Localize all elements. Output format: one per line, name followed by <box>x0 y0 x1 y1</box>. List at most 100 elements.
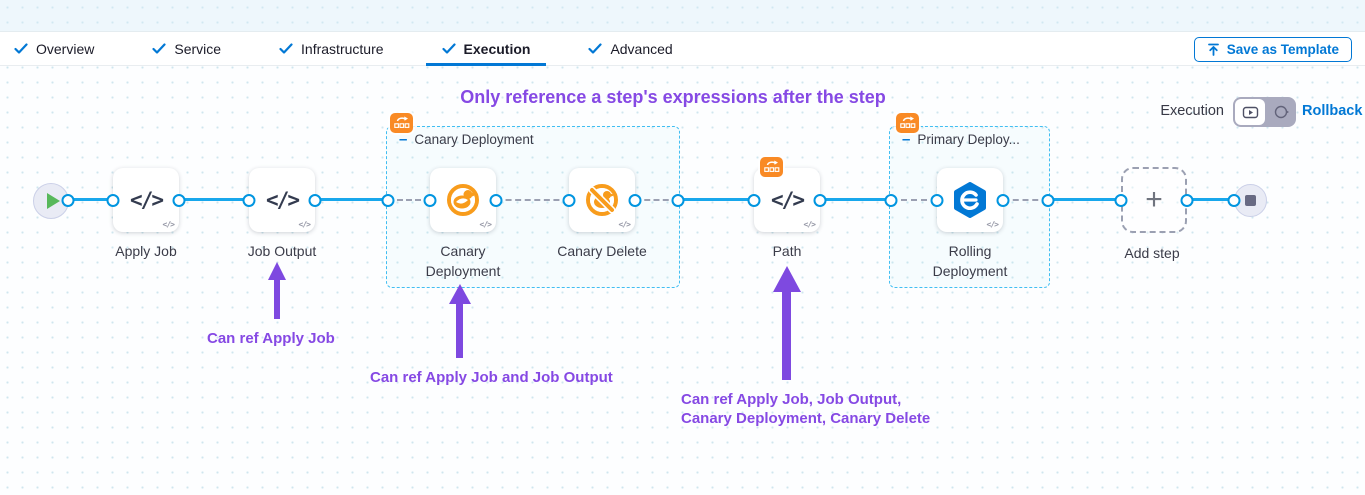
tab-label: Overview <box>36 40 95 57</box>
check-icon <box>14 43 28 54</box>
step-card-canary-delete[interactable]: </> <box>569 168 635 232</box>
tab-label: Infrastructure <box>301 40 384 57</box>
annotation-ref-apply-job: Can ref Apply Job <box>207 330 335 347</box>
script-corner-icon: </> <box>986 220 999 229</box>
execution-toggle-button[interactable] <box>1235 99 1265 125</box>
arrow-up-icon <box>449 284 471 304</box>
plus-icon: + <box>1145 183 1163 216</box>
arrow-shaft <box>274 279 280 319</box>
group-label: Primary Deploy... <box>917 132 1020 147</box>
check-icon <box>279 43 293 54</box>
group-header-canary: – Canary Deployment <box>399 132 534 147</box>
flow-line <box>1048 198 1121 201</box>
flow-line <box>1187 198 1234 201</box>
annotation-line-2: Canary Deployment, Canary Delete <box>681 410 931 427</box>
connector-dot <box>930 194 944 207</box>
flow-line <box>315 198 388 201</box>
flow-line-dashed <box>1003 199 1048 201</box>
flow-line <box>678 198 754 201</box>
connector-dot <box>562 194 576 207</box>
collapse-icon[interactable]: – <box>399 131 408 148</box>
rolling-steps-badge-icon <box>896 113 919 133</box>
step-card-apply-job[interactable]: </> </> <box>113 168 179 232</box>
script-corner-icon: </> <box>479 220 492 229</box>
annotation-line-1: Can ref Apply Job, Job Output, <box>681 391 902 408</box>
add-step-button[interactable]: + <box>1121 167 1187 233</box>
annotation-title: Only reference a step's expressions afte… <box>460 87 886 107</box>
save-as-template-label: Save as Template <box>1226 42 1339 57</box>
execution-rollback-toggle <box>1233 97 1296 127</box>
execution-mode-label: Execution <box>1160 103 1224 119</box>
script-corner-icon: </> <box>162 220 175 229</box>
rollback-link[interactable]: Rollback <box>1302 103 1363 119</box>
code-icon: </> <box>266 188 300 212</box>
arrow-shaft <box>456 303 463 358</box>
flow-line <box>179 198 249 201</box>
stage-tabbar: Overview Service Infrastructure Executio… <box>0 31 1365 66</box>
connector-dot <box>106 194 120 207</box>
flow-line-dashed <box>496 199 569 201</box>
canary-delete-icon <box>586 184 618 216</box>
connector-dot <box>423 194 437 207</box>
save-as-template-button[interactable]: Save as Template <box>1193 37 1352 62</box>
script-corner-icon: </> <box>298 220 311 229</box>
rollback-toggle-button[interactable] <box>1266 99 1295 125</box>
connector-dot <box>242 194 256 207</box>
top-band <box>0 0 1365 31</box>
arrow-shaft <box>782 291 791 380</box>
connector-dot <box>884 194 898 207</box>
rolling-steps-badge-icon <box>760 157 783 177</box>
code-icon: </> <box>130 188 164 212</box>
flow-line-dashed <box>635 199 678 201</box>
rollback-icon <box>1274 105 1289 119</box>
annotation-ref-path: Can ref Apply Job, Job Output, Canary De… <box>681 390 930 428</box>
tab-service[interactable]: Service <box>152 32 221 65</box>
pipeline-start-node <box>33 183 69 219</box>
tab-label: Advanced <box>610 40 673 57</box>
step-label: Canary Delete <box>557 243 647 259</box>
annotation-ref-job-output: Can ref Apply Job and Job Output <box>370 369 613 386</box>
step-label: Rolling Deployment <box>932 243 1008 279</box>
upload-icon <box>1207 43 1219 56</box>
tab-advanced[interactable]: Advanced <box>588 32 673 65</box>
arrow-up-icon <box>268 262 286 280</box>
connector-dot <box>996 194 1010 207</box>
connector-dot <box>381 194 395 207</box>
connector-dot <box>1114 194 1128 207</box>
step-card-path[interactable]: </> </> <box>754 168 820 232</box>
check-icon <box>152 43 166 54</box>
connector-dot <box>628 194 642 207</box>
play-icon <box>46 193 60 209</box>
flow-line <box>68 198 113 201</box>
connector-dot <box>671 194 685 207</box>
step-card-rolling-deployment[interactable]: </> <box>937 168 1003 232</box>
connector-dot <box>1041 194 1055 207</box>
step-label: Canary Deployment <box>425 243 501 279</box>
tab-overview[interactable]: Overview <box>14 32 94 65</box>
check-icon <box>441 43 456 54</box>
add-step-label: Add step <box>1124 245 1180 261</box>
stop-icon <box>1245 195 1256 206</box>
rolling-steps-badge-icon <box>390 113 413 133</box>
connector-dot <box>489 194 503 207</box>
group-label: Canary Deployment <box>414 132 534 147</box>
tab-execution[interactable]: Execution <box>425 32 547 66</box>
flow-line <box>820 198 891 201</box>
connector-dot <box>813 194 827 207</box>
connector-dot <box>172 194 186 207</box>
step-card-canary-deployment[interactable]: </> <box>430 168 496 232</box>
tab-infrastructure[interactable]: Infrastructure <box>279 32 384 65</box>
connector-dot <box>308 194 322 207</box>
step-label: Path <box>772 243 802 259</box>
rolling-deployment-icon <box>954 182 986 218</box>
connector-dot <box>1180 194 1194 207</box>
execution-icon <box>1242 106 1258 118</box>
group-header-primary: – Primary Deploy... <box>902 132 1020 147</box>
arrow-up-icon <box>773 266 801 292</box>
tab-label: Execution <box>463 40 531 57</box>
check-icon <box>588 43 603 54</box>
collapse-icon[interactable]: – <box>902 131 911 148</box>
script-corner-icon: </> <box>803 220 816 229</box>
step-card-job-output[interactable]: </> </> <box>249 168 315 232</box>
